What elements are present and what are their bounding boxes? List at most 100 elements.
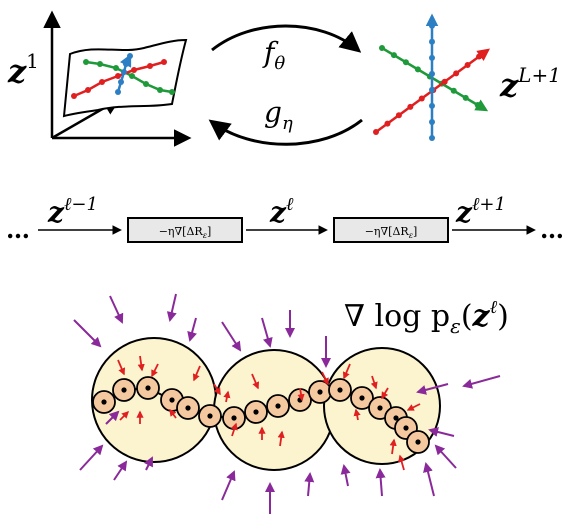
red-subspace-point bbox=[464, 61, 471, 68]
purple-arrow bbox=[304, 472, 315, 497]
score-label: ∇ log pε(zℓ) bbox=[344, 297, 509, 338]
chain-point bbox=[145, 385, 151, 391]
red-subspace-point bbox=[384, 120, 391, 127]
operator-box-2: −η∇[ΔRε] bbox=[333, 217, 449, 243]
purple-arrow bbox=[109, 295, 124, 324]
purple-arrow bbox=[221, 470, 236, 501]
zL1-label: zL+1 bbox=[499, 63, 561, 104]
purple-arrow bbox=[79, 444, 104, 471]
blue-subspace-point bbox=[429, 86, 435, 93]
red-subspace-point bbox=[373, 129, 379, 135]
blue-point bbox=[118, 79, 124, 85]
red-subspace-point bbox=[407, 103, 414, 110]
green-subspace-point bbox=[379, 45, 385, 51]
red-arrow bbox=[277, 430, 285, 447]
z1-label: z1 bbox=[7, 49, 39, 90]
svg-text:−η∇[ΔRε]: −η∇[ΔRε] bbox=[159, 225, 212, 240]
operator-box-1: −η∇[ΔRε] bbox=[127, 217, 243, 243]
red-subspace-point bbox=[395, 112, 402, 119]
forward-map-arrow bbox=[211, 24, 362, 53]
red-arrow bbox=[117, 359, 126, 376]
node-next: zℓ+1 bbox=[455, 194, 506, 229]
purple-arrow bbox=[261, 317, 273, 348]
blue-point bbox=[123, 61, 129, 67]
blue-subspace-point bbox=[429, 54, 435, 61]
green-point bbox=[129, 73, 135, 79]
green-point bbox=[157, 87, 163, 93]
svg-text:−η∇[ΔRε]: −η∇[ΔRε] bbox=[365, 225, 418, 240]
red-arrow bbox=[342, 363, 351, 380]
purple-arrow bbox=[221, 321, 242, 352]
purple-arrow bbox=[143, 456, 153, 471]
manifold-curves bbox=[71, 53, 175, 99]
bead-chain bbox=[92, 376, 430, 454]
purple-arrow bbox=[340, 464, 351, 487]
red-point bbox=[161, 59, 167, 65]
purple-arrow bbox=[423, 462, 435, 497]
red-arrow bbox=[353, 408, 361, 421]
purple-arrow bbox=[166, 293, 177, 322]
red-arrow bbox=[137, 355, 145, 372]
green-subspace-point bbox=[474, 102, 481, 109]
purple-arrow bbox=[434, 444, 457, 469]
chain-point bbox=[317, 389, 323, 395]
chain-point bbox=[275, 403, 281, 409]
backward-map-arrow bbox=[208, 118, 363, 146]
red-arrow bbox=[381, 387, 389, 400]
blue-point bbox=[115, 89, 121, 95]
blue-subspace-point bbox=[429, 22, 435, 29]
chain-point bbox=[253, 409, 259, 415]
red-point bbox=[71, 93, 77, 99]
score-field-panel: ∇ log pε(zℓ) bbox=[73, 293, 509, 514]
blue-subspace-point bbox=[429, 38, 435, 45]
linear-subspaces bbox=[373, 13, 491, 141]
chain-point bbox=[231, 415, 237, 421]
red-arrow bbox=[213, 383, 221, 396]
blue-point bbox=[127, 53, 133, 59]
purple-arrow bbox=[416, 383, 449, 395]
red-arrow bbox=[321, 371, 329, 386]
red-arrow bbox=[370, 375, 378, 390]
purple-arrow bbox=[428, 427, 455, 437]
chain-point bbox=[169, 397, 175, 403]
red-arrow bbox=[230, 422, 238, 437]
green-point bbox=[169, 89, 175, 95]
red-arrow bbox=[151, 363, 159, 378]
green-point bbox=[83, 59, 89, 65]
blue-subspace-point bbox=[429, 118, 435, 125]
green-subspace bbox=[381, 46, 489, 112]
chain-point bbox=[415, 439, 421, 445]
node-prev: zℓ−1 bbox=[47, 194, 98, 229]
red-point bbox=[99, 79, 105, 85]
red-subspace-point bbox=[476, 53, 483, 60]
blue-subspace-point bbox=[429, 102, 435, 109]
chain-point bbox=[377, 405, 383, 411]
chain-point bbox=[207, 413, 213, 419]
green-point bbox=[97, 61, 103, 67]
red-arrow bbox=[389, 438, 397, 455]
purple-arrow bbox=[73, 319, 102, 348]
chain-point bbox=[359, 395, 365, 401]
backward-map-label: gη bbox=[264, 96, 293, 134]
green-point bbox=[143, 81, 149, 87]
green-subspace-point bbox=[402, 59, 409, 66]
chain-point bbox=[121, 387, 127, 393]
node-current: zℓ bbox=[269, 194, 294, 229]
top-panel: z1 fθ gη zL+1 bbox=[7, 10, 561, 147]
red-arrow bbox=[398, 454, 406, 471]
red-arrow bbox=[297, 387, 305, 402]
red-arrow bbox=[223, 390, 231, 403]
red-point bbox=[131, 67, 137, 73]
red-point bbox=[115, 73, 121, 79]
layer-chain: … zℓ−1 −η∇[ΔRε] zℓ −η∇[ΔRε] zℓ+1 … bbox=[6, 194, 564, 244]
blue-subspace-point bbox=[429, 70, 435, 77]
purple-arrow bbox=[105, 410, 120, 425]
chain-point bbox=[393, 415, 399, 421]
chain-point bbox=[101, 399, 107, 405]
red-point bbox=[85, 87, 91, 93]
manifold-surface bbox=[62, 38, 188, 118]
red-arrow bbox=[119, 410, 130, 421]
green-subspace-point bbox=[462, 94, 469, 101]
red-point bbox=[147, 63, 153, 69]
